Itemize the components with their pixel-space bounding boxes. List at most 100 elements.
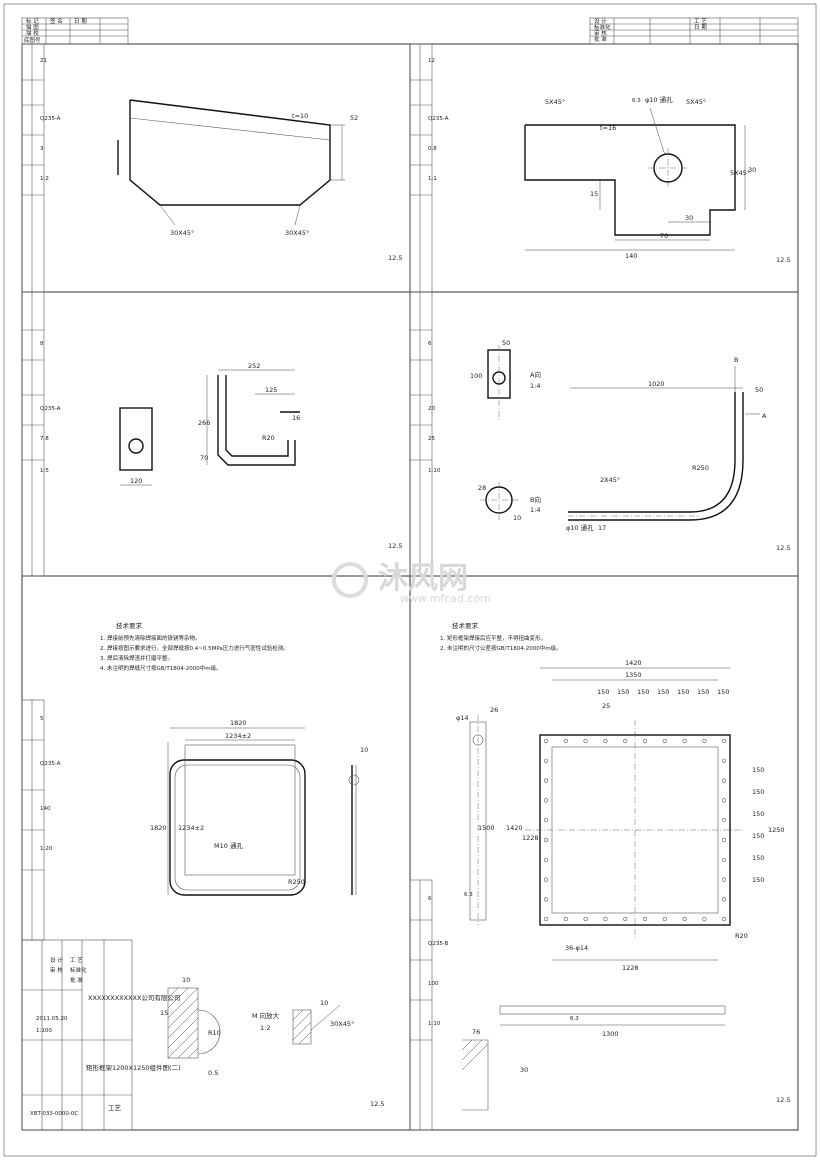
v2-dim-chamfer-1: 5X45°: [545, 98, 565, 106]
v2-dim-140: 140: [625, 252, 637, 260]
v3-dim-120: 120: [130, 477, 142, 485]
v6-top-pitch-label: 150: [677, 688, 689, 696]
title-label-design: 设 计: [50, 956, 63, 964]
bolt-hole: [543, 738, 549, 744]
v6-notes-title: 技术要求: [452, 621, 479, 630]
view-2-plate-with-hole: 12 Q235-A 0.8 1:1 5X45° 5X45° t=16 φ10 通…: [409, 43, 790, 293]
v4-dim-hole: φ10 通孔: [566, 523, 594, 532]
v3-table-weight: 7.8: [40, 436, 49, 442]
bolt-hole: [563, 738, 568, 744]
bolt-hole: [543, 778, 549, 783]
header-right-cell-6: 日 期: [694, 24, 707, 31]
v3-table-material: Q235-A: [40, 406, 61, 412]
v2-table-scale: 1:1: [428, 176, 437, 182]
v4-dim-17: 17: [598, 524, 606, 532]
v6-roughness: 12.5: [776, 1096, 790, 1104]
v6-table-weight: 100: [428, 981, 439, 987]
v6-dim-holes: 36-φ14: [565, 944, 588, 952]
v4-label-b-scale: 1:4: [530, 506, 540, 514]
bolt-hole: [702, 916, 707, 922]
bolt-hole: [721, 818, 727, 823]
header-right-cell-1: 设 计: [594, 17, 607, 25]
bolt-hole: [543, 857, 549, 862]
v2-dim-15: 15: [590, 190, 598, 198]
header-left-row-3: 描 校: [26, 29, 39, 37]
view-4-bent-rod: 6 20 25 1:10 1020 50 B A 50 100 A向 1:4 2…: [409, 291, 790, 577]
v4-dim-a-100: 100: [470, 372, 482, 380]
v5-note-2: 2. 焊接按图示要求进行，全部焊缝按0.4~0.5MPa压力进行气密性试验检测。: [100, 644, 289, 652]
v4-table-qty: 6: [428, 341, 432, 347]
v2-table-qty: 12: [428, 58, 435, 64]
title-block: 设 计 审 核 工 艺 标准化 批 准 2011.05.20 1:100 XXX…: [21, 939, 181, 1131]
v1-roughness: 12.5: [388, 254, 402, 262]
v2-dim-70: 70: [660, 232, 668, 240]
v3-table-qty: 8: [40, 341, 44, 347]
v5-table-scale: 1:20: [40, 846, 53, 852]
v6-top-pitch-label: 150: [617, 688, 629, 696]
v5-dim-1820-vert: 1820: [150, 824, 167, 832]
v4-label-a-scale: 1:4: [530, 382, 540, 390]
v5-section-label: M 向放大: [252, 1011, 280, 1020]
title-process: 工艺: [108, 1104, 122, 1112]
view-1-sheet-part: 21 Q235-A 3 1:2 52 t=10 30X45° 30X45° 12…: [21, 43, 402, 293]
v6-table-qty: 6: [428, 896, 432, 902]
bolt-hole: [662, 916, 667, 922]
v2-dim-hole: φ10 通孔: [645, 95, 673, 104]
v5-dim-r250: R250: [288, 878, 305, 886]
v4-dim-r250: R250: [692, 464, 709, 472]
outer-border: [3, 3, 817, 1157]
bolt-hole: [662, 738, 667, 744]
v5-note-1: 1. 焊接前预先清除焊接面的铁锈等杂物。: [100, 634, 201, 642]
bolt-hole: [543, 916, 549, 922]
bolt-hole: [721, 758, 727, 763]
v6-top-pitch-label: 150: [717, 688, 729, 696]
v6-side-pitch-label: 150: [752, 766, 764, 774]
header-right-cell-2: 标准化: [594, 23, 611, 31]
v3-dim-252: 252: [248, 362, 260, 370]
title-company: XXXXXXXXXXXX公司有限公司: [88, 993, 180, 1002]
v4-label-b: B: [734, 356, 738, 364]
title-scale: 1:100: [36, 1028, 52, 1034]
bolt-hole: [682, 738, 687, 744]
v6-dim-roughness-local: 6.3: [464, 892, 473, 898]
v4-label-a: A: [762, 412, 767, 420]
bolt-hole: [603, 738, 608, 744]
bolt-hole: [543, 877, 549, 882]
watermark-site: www.mfcad.com: [400, 592, 491, 605]
v2-roughness: 12.5: [776, 256, 790, 264]
bolt-hole: [543, 798, 549, 803]
v6-side-pitch-label: 150: [752, 832, 764, 840]
v4-label-a-view: A向: [530, 370, 541, 379]
title-label-standard: 标准化: [70, 966, 87, 974]
v2-dim-thickness: t=16: [600, 124, 616, 132]
bolt-hole: [603, 916, 608, 922]
bolt-hole: [543, 897, 549, 902]
v1-table-scale: 1:2: [40, 176, 49, 182]
bolt-hole: [583, 738, 588, 744]
bolt-hole: [543, 818, 549, 823]
v1-table-qty: 21: [40, 58, 47, 64]
v5-detail-dim-chamfer: 30X45°: [330, 1020, 354, 1028]
header-left-block: 标 记 描 图 描 校 底图号 签 名 日 期: [21, 17, 129, 45]
header-left-row-4: 底图号: [24, 36, 41, 44]
bolt-hole: [642, 916, 648, 922]
v3-roughness: 12.5: [388, 542, 402, 550]
v4-table-material: 20: [428, 406, 435, 412]
v6-side-pitch-label: 150: [752, 854, 764, 862]
header-right-cell-4: 批 准: [594, 35, 607, 43]
v5-roughness: 12.5: [370, 1100, 384, 1108]
v6-dim-1228-side: 1228: [522, 834, 539, 842]
bolt-hole: [702, 738, 707, 744]
v5-detail-dim-10b: 10: [320, 999, 328, 1007]
v6-top-pitch-label: 150: [657, 688, 669, 696]
header-right-block: 设 计 标准化 审 核 批 准 工 艺 日 期: [589, 17, 799, 45]
header-left-col-1: 签 名: [50, 17, 63, 25]
v5-dim-10: 10: [360, 746, 368, 754]
v6-dim-30: 30: [520, 1066, 528, 1074]
v2-dim-30-vert: 30: [748, 166, 756, 174]
bolt-hole: [543, 837, 549, 843]
v5-dim-hole: M10 通孔: [214, 841, 243, 850]
v5-section-scale: 1:2: [260, 1024, 270, 1032]
v3-dim-266: 266: [198, 419, 210, 427]
bolt-hole: [583, 916, 588, 922]
